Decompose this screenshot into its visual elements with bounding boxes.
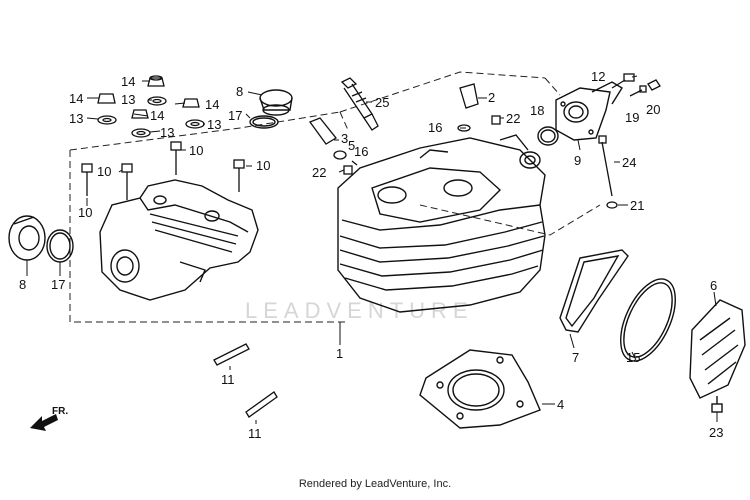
callout-7: 7 bbox=[572, 350, 579, 365]
callout-11: 11 bbox=[221, 372, 235, 387]
callout-labels: 14 14 13 13 14 13 14 13 8 17 10 10 10 10… bbox=[19, 69, 723, 441]
watermark: LEADVENTURE bbox=[245, 298, 474, 323]
callout-21: 21 bbox=[630, 198, 644, 213]
callout-17: 17 bbox=[228, 108, 242, 123]
callout-15: 15 bbox=[626, 350, 640, 365]
callout-22: 22 bbox=[312, 165, 326, 180]
front-direction-marker: FR. bbox=[30, 406, 68, 431]
callout-1: 1 bbox=[336, 346, 343, 361]
footer-credit: Rendered by LeadVenture, Inc. bbox=[298, 478, 452, 490]
rocker-cover-bolts bbox=[81, 141, 245, 200]
callout-6: 6 bbox=[710, 278, 717, 293]
tappet-cap-top bbox=[249, 89, 293, 129]
manifold-bolts bbox=[598, 73, 661, 209]
callout-13: 13 bbox=[69, 111, 83, 126]
callout-16: 16 bbox=[428, 120, 442, 135]
callout-14: 14 bbox=[121, 74, 135, 89]
callout-3: 3 bbox=[341, 131, 348, 146]
side-cap-left bbox=[8, 215, 74, 263]
callout-4: 4 bbox=[557, 397, 564, 412]
intake-manifold bbox=[537, 81, 623, 146]
spark-plug bbox=[340, 77, 379, 131]
head-gasket bbox=[419, 349, 541, 429]
callout-12: 12 bbox=[591, 69, 605, 84]
callout-11: 11 bbox=[248, 426, 262, 441]
front-arrow-icon bbox=[30, 414, 58, 431]
callout-10: 10 bbox=[256, 158, 270, 173]
cap-nuts-washers bbox=[97, 75, 205, 138]
callout-16: 16 bbox=[354, 144, 368, 159]
callout-22: 22 bbox=[506, 111, 520, 126]
callout-13: 13 bbox=[207, 117, 221, 132]
callout-25: 25 bbox=[375, 95, 389, 110]
callout-8: 8 bbox=[236, 84, 243, 99]
callout-23: 23 bbox=[709, 425, 723, 440]
callout-9: 9 bbox=[574, 153, 581, 168]
assembly-boundary bbox=[69, 71, 601, 323]
front-label: FR. bbox=[52, 406, 68, 417]
callout-13: 13 bbox=[160, 125, 174, 140]
valve-guide-parts bbox=[308, 83, 501, 175]
callout-10: 10 bbox=[97, 164, 111, 179]
callout-14: 14 bbox=[150, 108, 164, 123]
leader-lines bbox=[26, 75, 718, 424]
callout-14: 14 bbox=[205, 97, 219, 112]
callout-24: 24 bbox=[622, 155, 636, 170]
callout-18: 18 bbox=[530, 103, 544, 118]
rocker-cover bbox=[99, 179, 259, 301]
callout-13: 13 bbox=[121, 92, 135, 107]
callout-14: 14 bbox=[69, 91, 83, 106]
callout-20: 20 bbox=[646, 102, 660, 117]
callout-5: 5 bbox=[348, 138, 355, 153]
side-cover-assembly bbox=[559, 249, 746, 413]
callout-10: 10 bbox=[78, 205, 92, 220]
callout-2: 2 bbox=[488, 90, 495, 105]
callout-17: 17 bbox=[51, 277, 65, 292]
callout-10: 10 bbox=[189, 143, 203, 158]
dowel-pins bbox=[213, 343, 278, 418]
callout-8: 8 bbox=[19, 277, 26, 292]
callout-19: 19 bbox=[625, 110, 639, 125]
cylinder-head bbox=[337, 134, 546, 313]
